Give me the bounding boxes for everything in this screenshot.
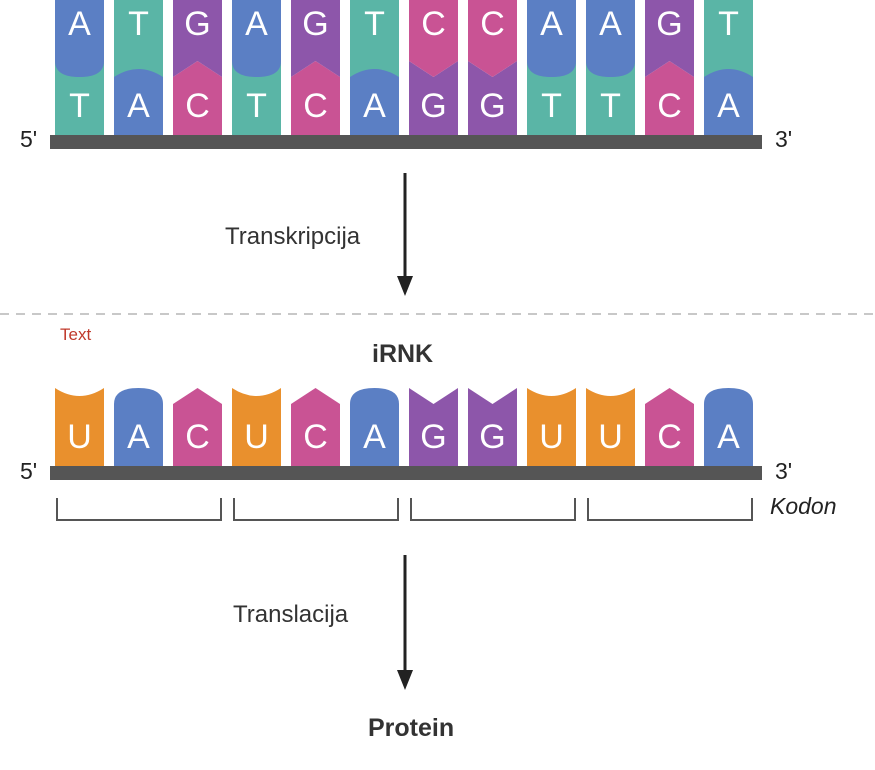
transcription-arrow-head xyxy=(397,276,413,296)
protein-label: Protein xyxy=(368,714,455,742)
dna-top-nucleotide-C xyxy=(409,0,458,77)
mrna-nucleotide-C xyxy=(291,388,340,468)
dna-top-nucleotide-T xyxy=(350,0,399,77)
dna-bottom-letter: G xyxy=(420,87,446,125)
dna-bottom-nucleotide-A xyxy=(704,61,753,137)
dna-bottom-nucleotide-T xyxy=(232,61,281,137)
codon-bracket xyxy=(587,498,753,521)
mrna-nucleotide-A xyxy=(114,388,163,468)
mrna-letter: C xyxy=(303,418,328,456)
dna-bottom-nucleotide-T xyxy=(527,61,576,137)
dna-top-letter: G xyxy=(656,5,682,43)
dna-bottom-letter: C xyxy=(185,87,210,125)
mrna-letter: A xyxy=(363,418,386,456)
dna-top-nucleotide-G xyxy=(173,0,222,77)
codon-label: Kodon xyxy=(770,493,837,519)
dna-bottom-nucleotide-A xyxy=(114,61,163,137)
mrna-three-prime-label: 3' xyxy=(775,458,793,484)
dna-top-nucleotide-G xyxy=(645,0,694,77)
dna-bottom-letter: A xyxy=(363,87,386,125)
mrna-nucleotide-G xyxy=(468,388,517,468)
mrna-five-prime-label: 5' xyxy=(20,458,38,484)
dna-bottom-letter: A xyxy=(717,87,740,125)
mrna-backbone xyxy=(50,466,762,480)
mrna-letter: C xyxy=(185,418,210,456)
mrna-letter: A xyxy=(127,418,150,456)
dna-bottom-letter: T xyxy=(246,87,267,125)
mrna-nucleotide-U xyxy=(232,388,281,468)
codon-brackets xyxy=(56,498,753,521)
dna-bottom-nucleotide-G xyxy=(409,61,458,137)
mrna-nucleotide-G xyxy=(409,388,458,468)
dna-bottom-nucleotide-C xyxy=(645,61,694,137)
dna-bottom-nucleotide-C xyxy=(173,61,222,137)
dna-bottom-letter: T xyxy=(69,87,90,125)
mrna-letter: U xyxy=(539,418,564,456)
dna-top-nucleotide-A xyxy=(586,0,635,77)
dna-bottom-letter: T xyxy=(541,87,562,125)
mrna-nucleotide-A xyxy=(704,388,753,468)
dna-five-prime-label: 5' xyxy=(20,126,38,152)
dna-top-letter: C xyxy=(480,5,505,43)
dna-top-nucleotide-C xyxy=(468,0,517,77)
dna-top-nucleotide-A xyxy=(232,0,281,77)
codon-bracket xyxy=(233,498,399,521)
mrna-nucleotide-U xyxy=(55,388,104,468)
mrna-nucleotide-U xyxy=(586,388,635,468)
mrna-letter: C xyxy=(657,418,682,456)
mrna-letter: A xyxy=(717,418,740,456)
dna-top-letter: C xyxy=(421,5,446,43)
dna-bottom-letter: C xyxy=(303,87,328,125)
dna-top-letter: A xyxy=(245,5,268,43)
dna-backbone xyxy=(50,135,762,149)
dna-bottom-nucleotide-G xyxy=(468,61,517,137)
dna-top-letter: A xyxy=(68,5,91,43)
dna-top-nucleotide-T xyxy=(114,0,163,77)
dna-bottom-letter: T xyxy=(600,87,621,125)
dna-top-letter: T xyxy=(718,5,739,43)
mrna-title: iRNK xyxy=(372,340,434,368)
dna-top-letter: T xyxy=(364,5,385,43)
mrna-nucleotide-A xyxy=(350,388,399,468)
codon-bracket xyxy=(56,498,222,521)
transcription-label: Transkripcija xyxy=(225,223,361,250)
dna-top-nucleotide-A xyxy=(527,0,576,77)
dna-bottom-nucleotide-T xyxy=(55,61,104,137)
dna-bottom-letter: A xyxy=(127,87,150,125)
mrna-letter: G xyxy=(420,418,446,456)
dna-top-nucleotide-A xyxy=(55,0,104,77)
dna-top-letter: G xyxy=(302,5,328,43)
dna-bottom-nucleotide-T xyxy=(586,61,635,137)
dna-top-letter: A xyxy=(540,5,563,43)
dna-bottom-letter: G xyxy=(479,87,505,125)
mrna-letter: U xyxy=(67,418,92,456)
dna-bottom-nucleotide-C xyxy=(291,61,340,137)
mrna-nucleotide-U xyxy=(527,388,576,468)
dna-bottom-nucleotide-A xyxy=(350,61,399,137)
mrna-letter: U xyxy=(598,418,623,456)
translation-arrow-head xyxy=(397,670,413,690)
dna-three-prime-label: 3' xyxy=(775,126,793,152)
note-text: Text xyxy=(60,325,92,344)
dna-top-letter: T xyxy=(128,5,149,43)
dna-top-letter: A xyxy=(599,5,622,43)
mrna-letter: U xyxy=(244,418,269,456)
dna-top-letter: G xyxy=(184,5,210,43)
dna-top-nucleotide-G xyxy=(291,0,340,77)
codon-bracket xyxy=(410,498,576,521)
dna-top-nucleotide-T xyxy=(704,0,753,77)
mrna-letter: G xyxy=(479,418,505,456)
mrna-nucleotide-C xyxy=(645,388,694,468)
translation-label: Translacija xyxy=(233,601,349,628)
dna-bottom-letter: C xyxy=(657,87,682,125)
mrna-nucleotide-C xyxy=(173,388,222,468)
